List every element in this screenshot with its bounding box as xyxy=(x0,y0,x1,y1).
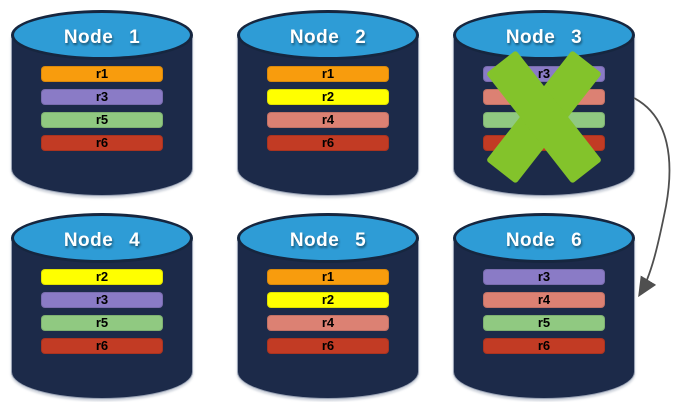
db-node-6: Node 6 r3 r4 r5 r6 xyxy=(452,212,636,400)
row-r5: r5 xyxy=(41,315,163,331)
row-r4: r4 xyxy=(267,112,389,128)
db-node-2: Node 2 r1 r2 r4 r6 xyxy=(236,9,420,197)
row-r3: r3 xyxy=(41,89,163,105)
node-title: Node 6 xyxy=(505,230,583,251)
row-r6: r6 xyxy=(483,338,605,354)
cylinder-top: Node 2 xyxy=(237,10,419,60)
row-list: r1 r2 r4 r6 xyxy=(236,66,420,151)
row-r6: r6 xyxy=(267,338,389,354)
cylinder-top: Node 1 xyxy=(11,10,193,60)
row-r1: r1 xyxy=(267,269,389,285)
node-title: Node 3 xyxy=(505,27,583,48)
row-r3: r3 xyxy=(41,292,163,308)
db-node-1: Node 1 r1 r3 r5 r6 xyxy=(10,9,194,197)
cylinder-top: Node 5 xyxy=(237,213,419,263)
db-node-5: Node 5 r1 r2 r4 r6 xyxy=(236,212,420,400)
row-list: r3 r4 r5 r6 xyxy=(452,269,636,354)
row-r6: r6 xyxy=(41,338,163,354)
row-r5: r5 xyxy=(483,315,605,331)
row-r1: r1 xyxy=(267,66,389,82)
row-r4: r4 xyxy=(267,315,389,331)
failover-arrow-path xyxy=(633,97,671,298)
cylinder-top: Node 6 xyxy=(453,213,635,263)
row-r3: r3 xyxy=(483,269,605,285)
row-r4: r4 xyxy=(483,292,605,308)
node-title: Node 4 xyxy=(63,230,141,251)
node-title: Node 5 xyxy=(289,230,367,251)
row-r5: r5 xyxy=(41,112,163,128)
node-title: Node 1 xyxy=(63,27,141,48)
row-list: r1 r3 r5 r6 xyxy=(10,66,194,151)
db-node-4: Node 4 r2 r3 r5 r6 xyxy=(10,212,194,400)
failure-cross-icon xyxy=(452,9,636,197)
row-r2: r2 xyxy=(41,269,163,285)
row-list: r1 r2 r4 r6 xyxy=(236,269,420,354)
node-title: Node 2 xyxy=(289,27,367,48)
row-r2: r2 xyxy=(267,89,389,105)
row-list: r2 r3 r5 r6 xyxy=(10,269,194,354)
cylinder-top: Node 3 xyxy=(453,10,635,60)
row-r2: r2 xyxy=(267,292,389,308)
row-r6: r6 xyxy=(41,135,163,151)
row-r6: r6 xyxy=(267,135,389,151)
row-r1: r1 xyxy=(41,66,163,82)
cylinder-top: Node 4 xyxy=(11,213,193,263)
